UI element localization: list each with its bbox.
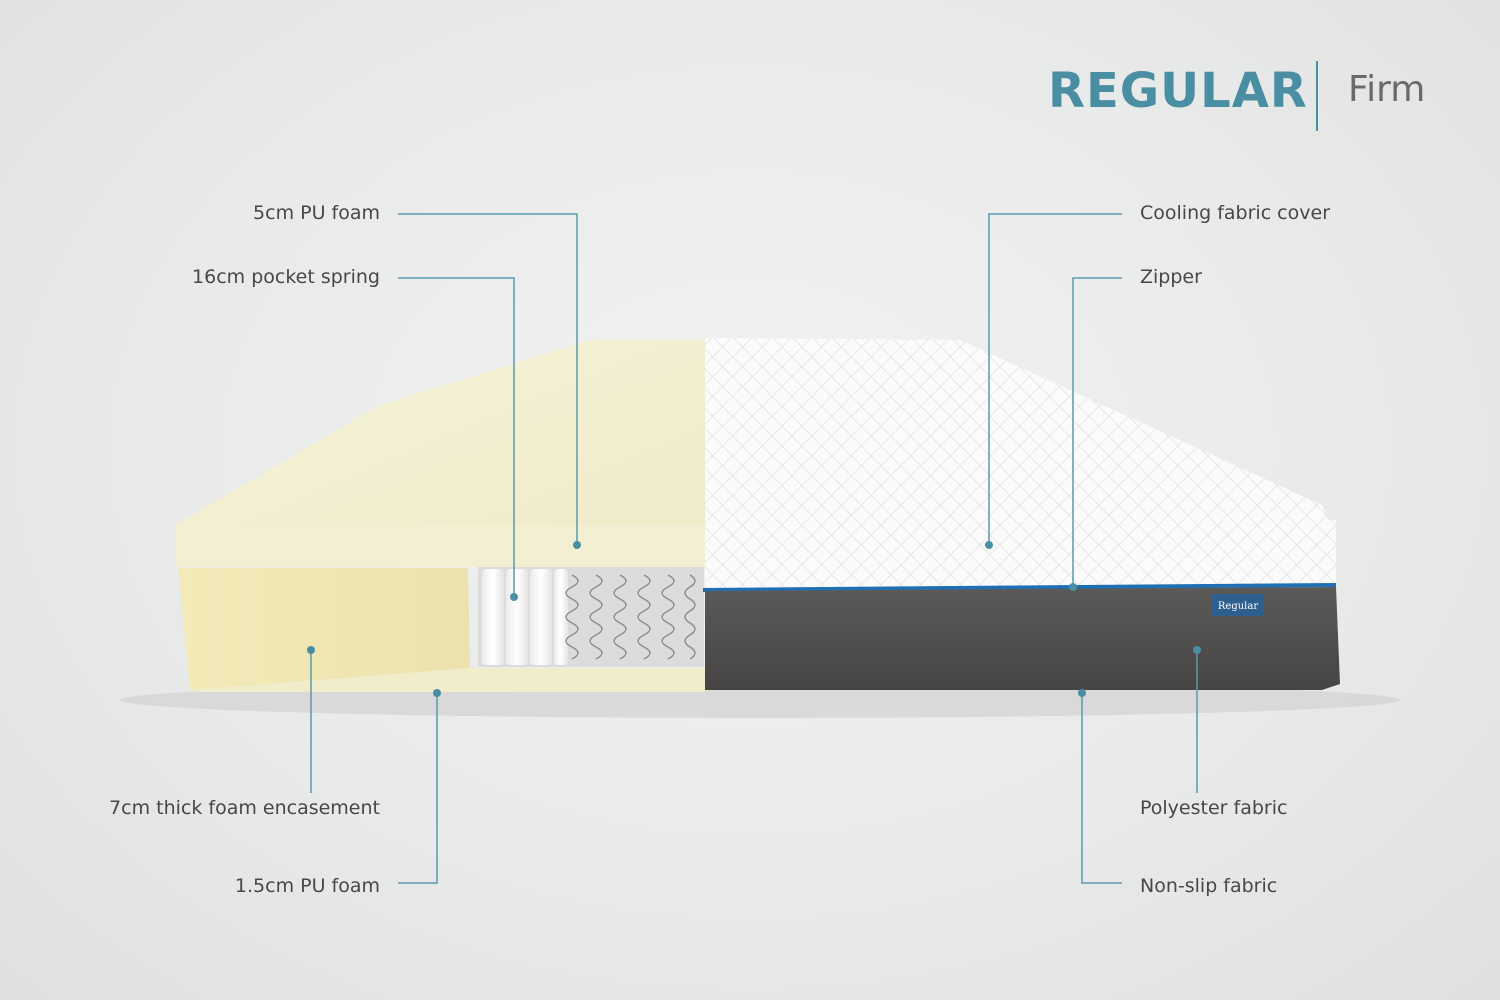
cover-front [705,520,1336,588]
title-divider [1316,61,1318,131]
label-pu-foam-5cm: 5cm PU foam [253,202,380,224]
leader-zipper [1072,277,1122,587]
label-non-slip: Non-slip fabric [1140,875,1278,897]
leader-dots [307,541,1201,697]
label-foam-encasement: 7cm thick foam encasement [109,797,380,819]
brand-tag-text: Regular [1218,601,1258,612]
brand-tag [1212,594,1264,616]
foam-encasement [178,568,470,690]
label-polyester: Polyester fabric [1140,797,1288,819]
label-pocket-spring: 16cm pocket spring [192,266,380,288]
leader-pocket-spring [398,277,515,597]
firmness-label: Firm [1348,69,1426,110]
polyester-base [705,587,1340,690]
leader-non-slip [1081,693,1122,884]
zipper-line [702,583,1337,592]
title-block: REGULAR Firm [1000,55,1450,135]
label-zipper: Zipper [1140,266,1202,288]
label-pu-foam-1-5cm: 1.5cm PU foam [234,875,380,897]
pocket-springs [482,569,696,665]
leader-pu-foam-5cm [398,213,578,545]
leader-lines [310,213,1198,884]
top-foam-front [175,525,712,567]
product-name: REGULAR [1048,63,1308,119]
bottom-foam [190,668,705,692]
leader-cooling-cover [988,213,1122,545]
leader-pu-foam-1-5cm [398,693,438,884]
label-cooling-cover: Cooling fabric cover [1140,202,1330,224]
